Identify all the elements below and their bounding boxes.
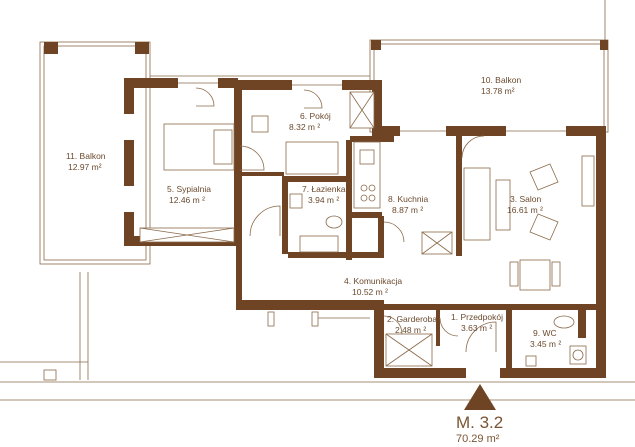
room-name-komunikacja: 4. Komunikacja <box>344 276 402 286</box>
room-name-lazienka: 7. Łazienka <box>302 184 346 194</box>
room-name-balkon11: 11. Balkon <box>66 151 106 161</box>
room-name-salon: 3. Salon <box>510 194 541 204</box>
room-name-balkon10: 10. Balkon <box>481 75 521 85</box>
room-name-sypialnia: 5. Sypialnia <box>167 184 211 194</box>
room-name-pokoj: 6. Pokój <box>300 111 331 121</box>
exterior-outlines <box>0 0 635 401</box>
room-area-przedpokoj: 3.63 m ² <box>461 323 492 333</box>
room-name-garderoba: 2. Garderoba <box>387 314 437 324</box>
room-area-wc: 3.45 m ² <box>530 339 561 349</box>
furniture <box>139 91 595 367</box>
doors-windows <box>124 78 566 378</box>
room-name-kuchnia: 8. Kuchnia <box>388 194 428 204</box>
room-area-pokoj: 8.32 m ² <box>289 122 320 132</box>
room-area-garderoba: 2.48 m ² <box>395 325 426 335</box>
room-area-komunikacja: 10.52 m ² <box>352 287 388 297</box>
room-labels: 1. Przedpokój 3.63 m ² 2. Garderoba 2.48… <box>66 75 561 349</box>
room-area-balkon11: 12.97 m² <box>68 162 102 172</box>
room-area-salon: 16.61 m ² <box>507 205 543 215</box>
room-area-lazienka: 3.94 m ² <box>308 195 339 205</box>
room-name-wc: 9. WC <box>533 328 557 338</box>
unit-code: M. 3.2 <box>456 413 503 432</box>
room-area-balkon10: 13.78 m² <box>481 86 515 96</box>
entrance-arrow-icon <box>464 384 496 410</box>
unit-total-area: 70.29 m² <box>456 433 500 445</box>
room-area-kuchnia: 8.87 m ² <box>392 205 423 215</box>
room-name-przedpokoj: 1. Przedpokój <box>451 312 503 322</box>
room-area-sypialnia: 12.46 m ² <box>169 195 205 205</box>
